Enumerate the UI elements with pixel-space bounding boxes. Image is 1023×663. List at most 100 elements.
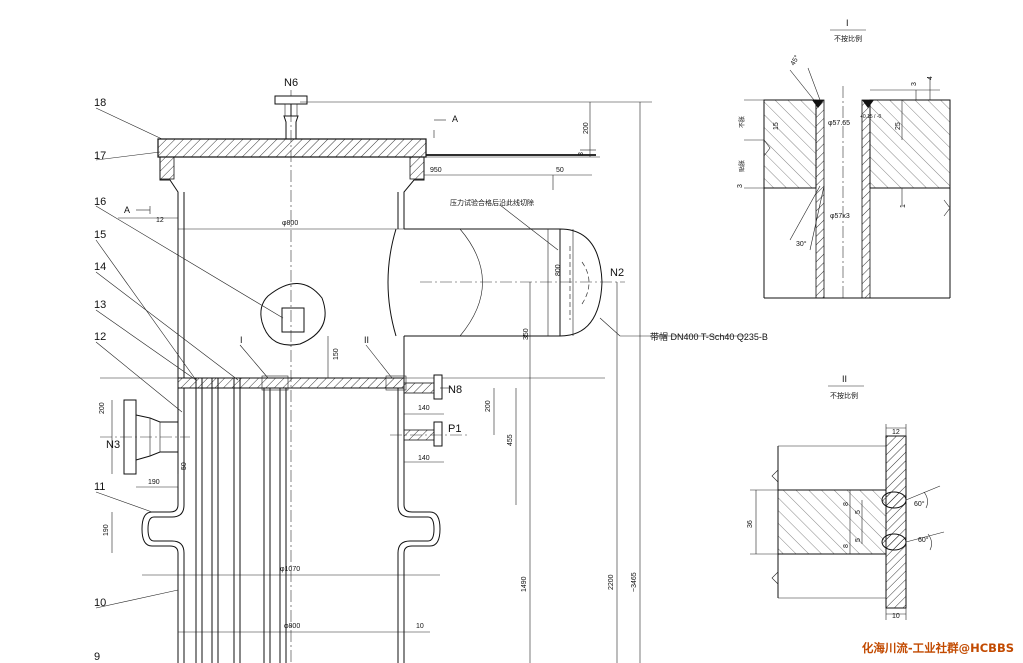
- part-label-11: 11: [94, 481, 105, 493]
- dim-455: 455: [507, 434, 514, 446]
- n6-hub: [284, 103, 298, 117]
- detail-i-label-mid: 贴胀: [738, 160, 746, 172]
- dimension-texts: 200 3 950 50 12 φ800 800 350 150 200 50 …: [99, 122, 638, 630]
- detail-ii-view: II 不按比例 12 36 8 5 8 5 60°: [747, 374, 945, 620]
- detail-i-marker-box: [261, 375, 289, 391]
- part-label-18: 18: [94, 97, 106, 109]
- left-flange-body: [159, 156, 175, 180]
- watermark-text: 化海川流-工业社群@HCBBS: [862, 641, 1014, 655]
- detail-i-bore: φ57.65: [828, 120, 850, 127]
- detail-i-d1: 1: [900, 204, 907, 208]
- dim-200-left: 200: [99, 402, 106, 414]
- dim-140-b: 140: [418, 455, 430, 462]
- n6-flange: [274, 95, 308, 105]
- dim-3465: ~3465: [631, 572, 638, 592]
- detail-ii-d12: 12: [892, 429, 900, 436]
- branch-inner-curve: [459, 228, 483, 337]
- detail-i-subtitle: 不按比例: [834, 34, 862, 43]
- right-flange-body: [409, 156, 425, 180]
- section-labels: A A I II: [124, 114, 458, 345]
- detail-ii-marker: II: [364, 335, 369, 345]
- top-cover-plate: [157, 138, 427, 158]
- section-a-top: A: [452, 114, 458, 124]
- part-label-13: 13: [94, 299, 106, 311]
- nozzle-n8-label: N8: [448, 384, 462, 396]
- part-label-17: 17: [94, 150, 106, 162]
- detail-ii-d5b: 5: [855, 538, 862, 542]
- detail-i-tol: +0.15 / -0: [860, 114, 881, 120]
- dim-50-left: 50: [181, 462, 188, 470]
- part-label-10: 10: [94, 597, 106, 609]
- dim-190-v: 190: [103, 524, 110, 536]
- dim-800-right: 800: [555, 264, 562, 276]
- nozzle-p1-label: P1: [448, 423, 461, 435]
- detail-ii-d5a: 5: [855, 510, 862, 514]
- dim-150: 150: [333, 348, 340, 360]
- note-texts: 压力试验合格后沿此线切除 带帽 DN400 T-Sch40 Q235-B: [450, 198, 768, 342]
- part-label-14: 14: [94, 261, 106, 273]
- detail-ii-angle60a: 60°: [914, 500, 925, 508]
- dim-12: 12: [156, 217, 164, 224]
- detail-i-d15: 15: [773, 122, 780, 130]
- lower-shell-right-inner: [397, 388, 435, 663]
- dim-190-h: 190: [148, 479, 160, 486]
- detail-i-angle45: 45°: [789, 54, 801, 67]
- detail-ii-d36: 36: [747, 520, 754, 528]
- part-label-9: 9: [94, 651, 100, 663]
- detail-i-pipe: φ57x3: [830, 213, 850, 220]
- dimension-lines: [111, 102, 641, 663]
- dim-phi800-top: φ800: [282, 220, 298, 227]
- part-number-labels: 18 17 16 15 14 13 12 11 10 9: [94, 97, 106, 663]
- lower-shell-right: [403, 388, 441, 663]
- dim-phi1070: φ1070: [280, 566, 300, 573]
- leader-lines: [95, 107, 746, 609]
- detail-ii-d8a: 8: [843, 502, 850, 506]
- p1-nozzle: [390, 421, 470, 447]
- dim-200-top: 200: [583, 122, 590, 134]
- main-vessel: [100, 90, 652, 663]
- detail-i-label-top: 不胀: [738, 116, 746, 128]
- section-a-left: A: [124, 205, 130, 215]
- detail-i-d3b: 3: [737, 184, 744, 188]
- detail-i-d25: 25: [895, 122, 902, 130]
- detail-i-marker: I: [240, 335, 243, 345]
- lower-shell-left-inner: [147, 388, 185, 663]
- dim-350: 350: [523, 328, 530, 340]
- part-label-16: 16: [94, 196, 106, 208]
- pipe-cap: [559, 228, 603, 337]
- dim-2200: 2200: [608, 574, 615, 590]
- detail-ii-subtitle: 不按比例: [830, 391, 858, 400]
- dim-200-mid: 200: [485, 400, 492, 412]
- nozzle-n2-label: N2: [610, 267, 624, 279]
- cap-dashed-arc: [569, 246, 590, 320]
- impingement-plate: [281, 307, 305, 333]
- dim-3-top: 3: [578, 152, 585, 156]
- n3-nozzle: [100, 399, 190, 475]
- cut-line-note: 压力试验合格后沿此线切除: [450, 198, 534, 207]
- detail-ii-angle60b: 60°: [918, 536, 929, 544]
- impingement-shape: [260, 283, 326, 346]
- lower-shell-left: [141, 388, 179, 663]
- dim-140-a: 140: [418, 405, 430, 412]
- n8-nozzle: [385, 374, 443, 400]
- tube-bundle: [195, 378, 287, 663]
- part-label-15: 15: [94, 229, 106, 241]
- detail-ii-d10: 10: [892, 613, 900, 620]
- dim-950: 950: [430, 167, 442, 174]
- nozzle-n3-label: N3: [106, 439, 120, 451]
- part-label-12: 12: [94, 331, 106, 343]
- nozzle-n6-label: N6: [284, 77, 298, 89]
- branch-cut-curve: [387, 228, 397, 337]
- side-branch: [404, 228, 560, 337]
- dim-10: 10: [416, 623, 424, 630]
- dim-phi800-bottom: φ800: [284, 623, 300, 630]
- dim-50: 50: [556, 167, 564, 174]
- detail-i-view: I 不按比例 45° 30° φ57.65 +0.15 / -0 φ: [737, 18, 951, 300]
- pipe-cap-note: 带帽 DN400 T-Sch40 Q235-B: [650, 331, 768, 342]
- detail-ii-d8b: 8: [843, 544, 850, 548]
- dim-1490: 1490: [521, 576, 528, 592]
- detail-i-d3a: 3: [911, 82, 918, 86]
- detail-i-angle30: 30°: [796, 240, 807, 248]
- detail-ii-title: II: [842, 374, 847, 384]
